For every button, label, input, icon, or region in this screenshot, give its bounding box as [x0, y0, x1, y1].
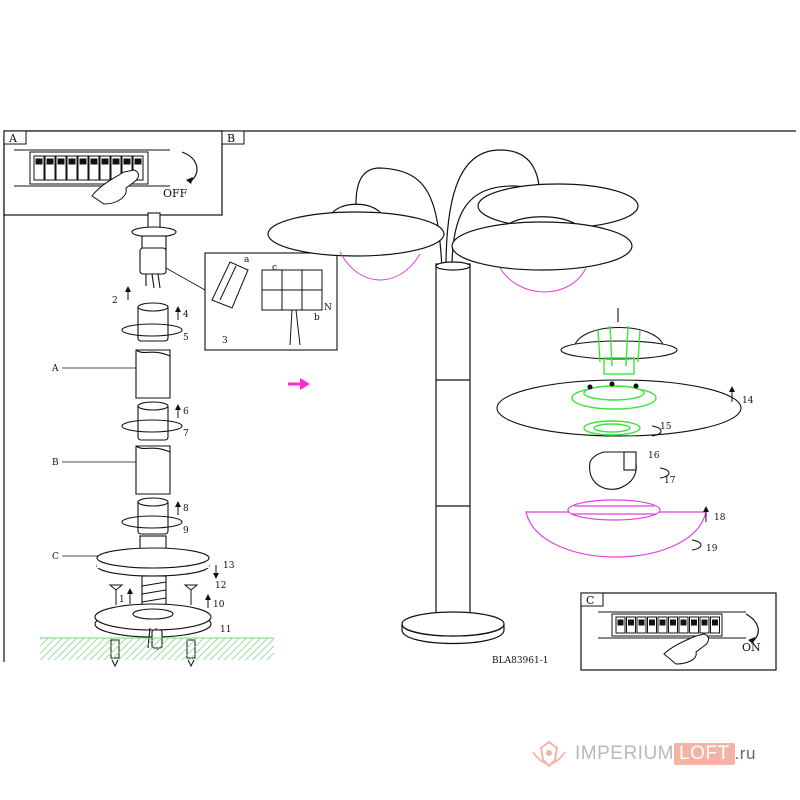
wiring-detail-inset: a c N b 3: [165, 252, 338, 351]
step-6: 6: [183, 407, 189, 417]
ground-hatch: [40, 638, 274, 660]
breaker-toggle: [35, 158, 43, 165]
breaker-toggle: [57, 158, 65, 165]
step-17: 17: [664, 476, 676, 486]
breaker-toggle: [101, 158, 109, 165]
brand-name-main: IMPERIUM: [575, 743, 674, 764]
brand-emblem-icon: [532, 740, 566, 768]
part-leaders: [62, 367, 136, 557]
step-9: 9: [183, 526, 189, 536]
panel-a-letter: A: [8, 132, 18, 145]
detail-label-b: b: [314, 313, 320, 323]
panel-a-switch-off: A OFF: [3, 130, 223, 216]
bulb-icon: [589, 451, 637, 490]
step-12: 12: [215, 581, 226, 591]
step-15: 15: [660, 422, 672, 432]
breaker-toggle: [628, 619, 634, 626]
breaker-switch: [44, 155, 56, 181]
step-8: 8: [183, 504, 189, 514]
breaker-toggle: [680, 619, 687, 626]
breaker-switch: [66, 155, 78, 181]
rotate-arrow-icon: [181, 151, 198, 183]
breaker-toggle: [617, 619, 624, 626]
off-label: OFF: [163, 187, 188, 200]
breaker-toggle: [670, 619, 676, 626]
step-19: 19: [706, 544, 718, 554]
breaker-toggle: [123, 158, 131, 165]
exploded-pole-assembly: [94, 212, 212, 651]
panel-c-letter: C: [586, 594, 594, 607]
lamp-head-exploded: [496, 308, 742, 558]
breaker-switch: [132, 155, 144, 181]
breaker-switch: [88, 155, 100, 181]
step-4: 4: [183, 310, 189, 320]
model-code: BLA83961-1: [492, 656, 549, 666]
breaker-switch: [77, 155, 89, 181]
breaker-switch: [33, 155, 45, 181]
step-16: 16: [648, 451, 660, 461]
hand-icon: [663, 633, 709, 665]
breaker-toggle: [659, 619, 666, 626]
detail-label-a: a: [244, 255, 250, 265]
breaker-toggle: [701, 619, 708, 626]
panel-c-switch-on: C ON: [580, 592, 777, 671]
breaker-toggle: [68, 158, 76, 165]
part-label-c: C: [52, 552, 59, 562]
breaker-toggle: [638, 619, 645, 626]
on-label: ON: [742, 641, 761, 654]
step-18: 18: [714, 513, 726, 523]
brand-tld: .ru: [734, 744, 756, 763]
detail-label-c: c: [272, 263, 277, 273]
direction-arrow-icon: [288, 378, 310, 390]
fuse-box: [598, 611, 746, 639]
breaker-toggle: [649, 619, 655, 626]
breaker-toggle: [46, 158, 54, 165]
step-3: 3: [222, 336, 228, 346]
detail-label-n: N: [324, 303, 332, 313]
step-5: 5: [183, 333, 189, 343]
step-14: 14: [742, 396, 754, 406]
step-7: 7: [183, 429, 189, 439]
fuse-box: [14, 149, 170, 187]
step-arrowheads-right: [703, 386, 735, 512]
assembled-lamp: [267, 149, 639, 645]
step-11: 11: [220, 625, 231, 635]
part-label-b: B: [52, 458, 59, 468]
step-2: 2: [112, 296, 118, 306]
step-10: 10: [213, 600, 225, 610]
breaker-toggle: [712, 619, 718, 626]
hand-icon: [91, 169, 139, 205]
breaker-switch: [99, 155, 111, 181]
breaker-toggle: [691, 619, 697, 626]
step-arrowheads-left: [125, 286, 219, 600]
step-1: 1: [119, 595, 125, 605]
breaker-toggle: [134, 158, 142, 165]
part-label-a: A: [51, 364, 59, 374]
brand-name-accent: LOFT: [674, 743, 735, 765]
breaker-toggle: [79, 158, 87, 165]
breaker-toggle: [90, 158, 98, 165]
breaker-switch: [55, 155, 67, 181]
panel-b-letter: B: [227, 132, 235, 145]
panel-b-tag: B: [221, 130, 245, 145]
breaker-toggle: [112, 158, 120, 165]
step-13: 13: [223, 561, 235, 571]
